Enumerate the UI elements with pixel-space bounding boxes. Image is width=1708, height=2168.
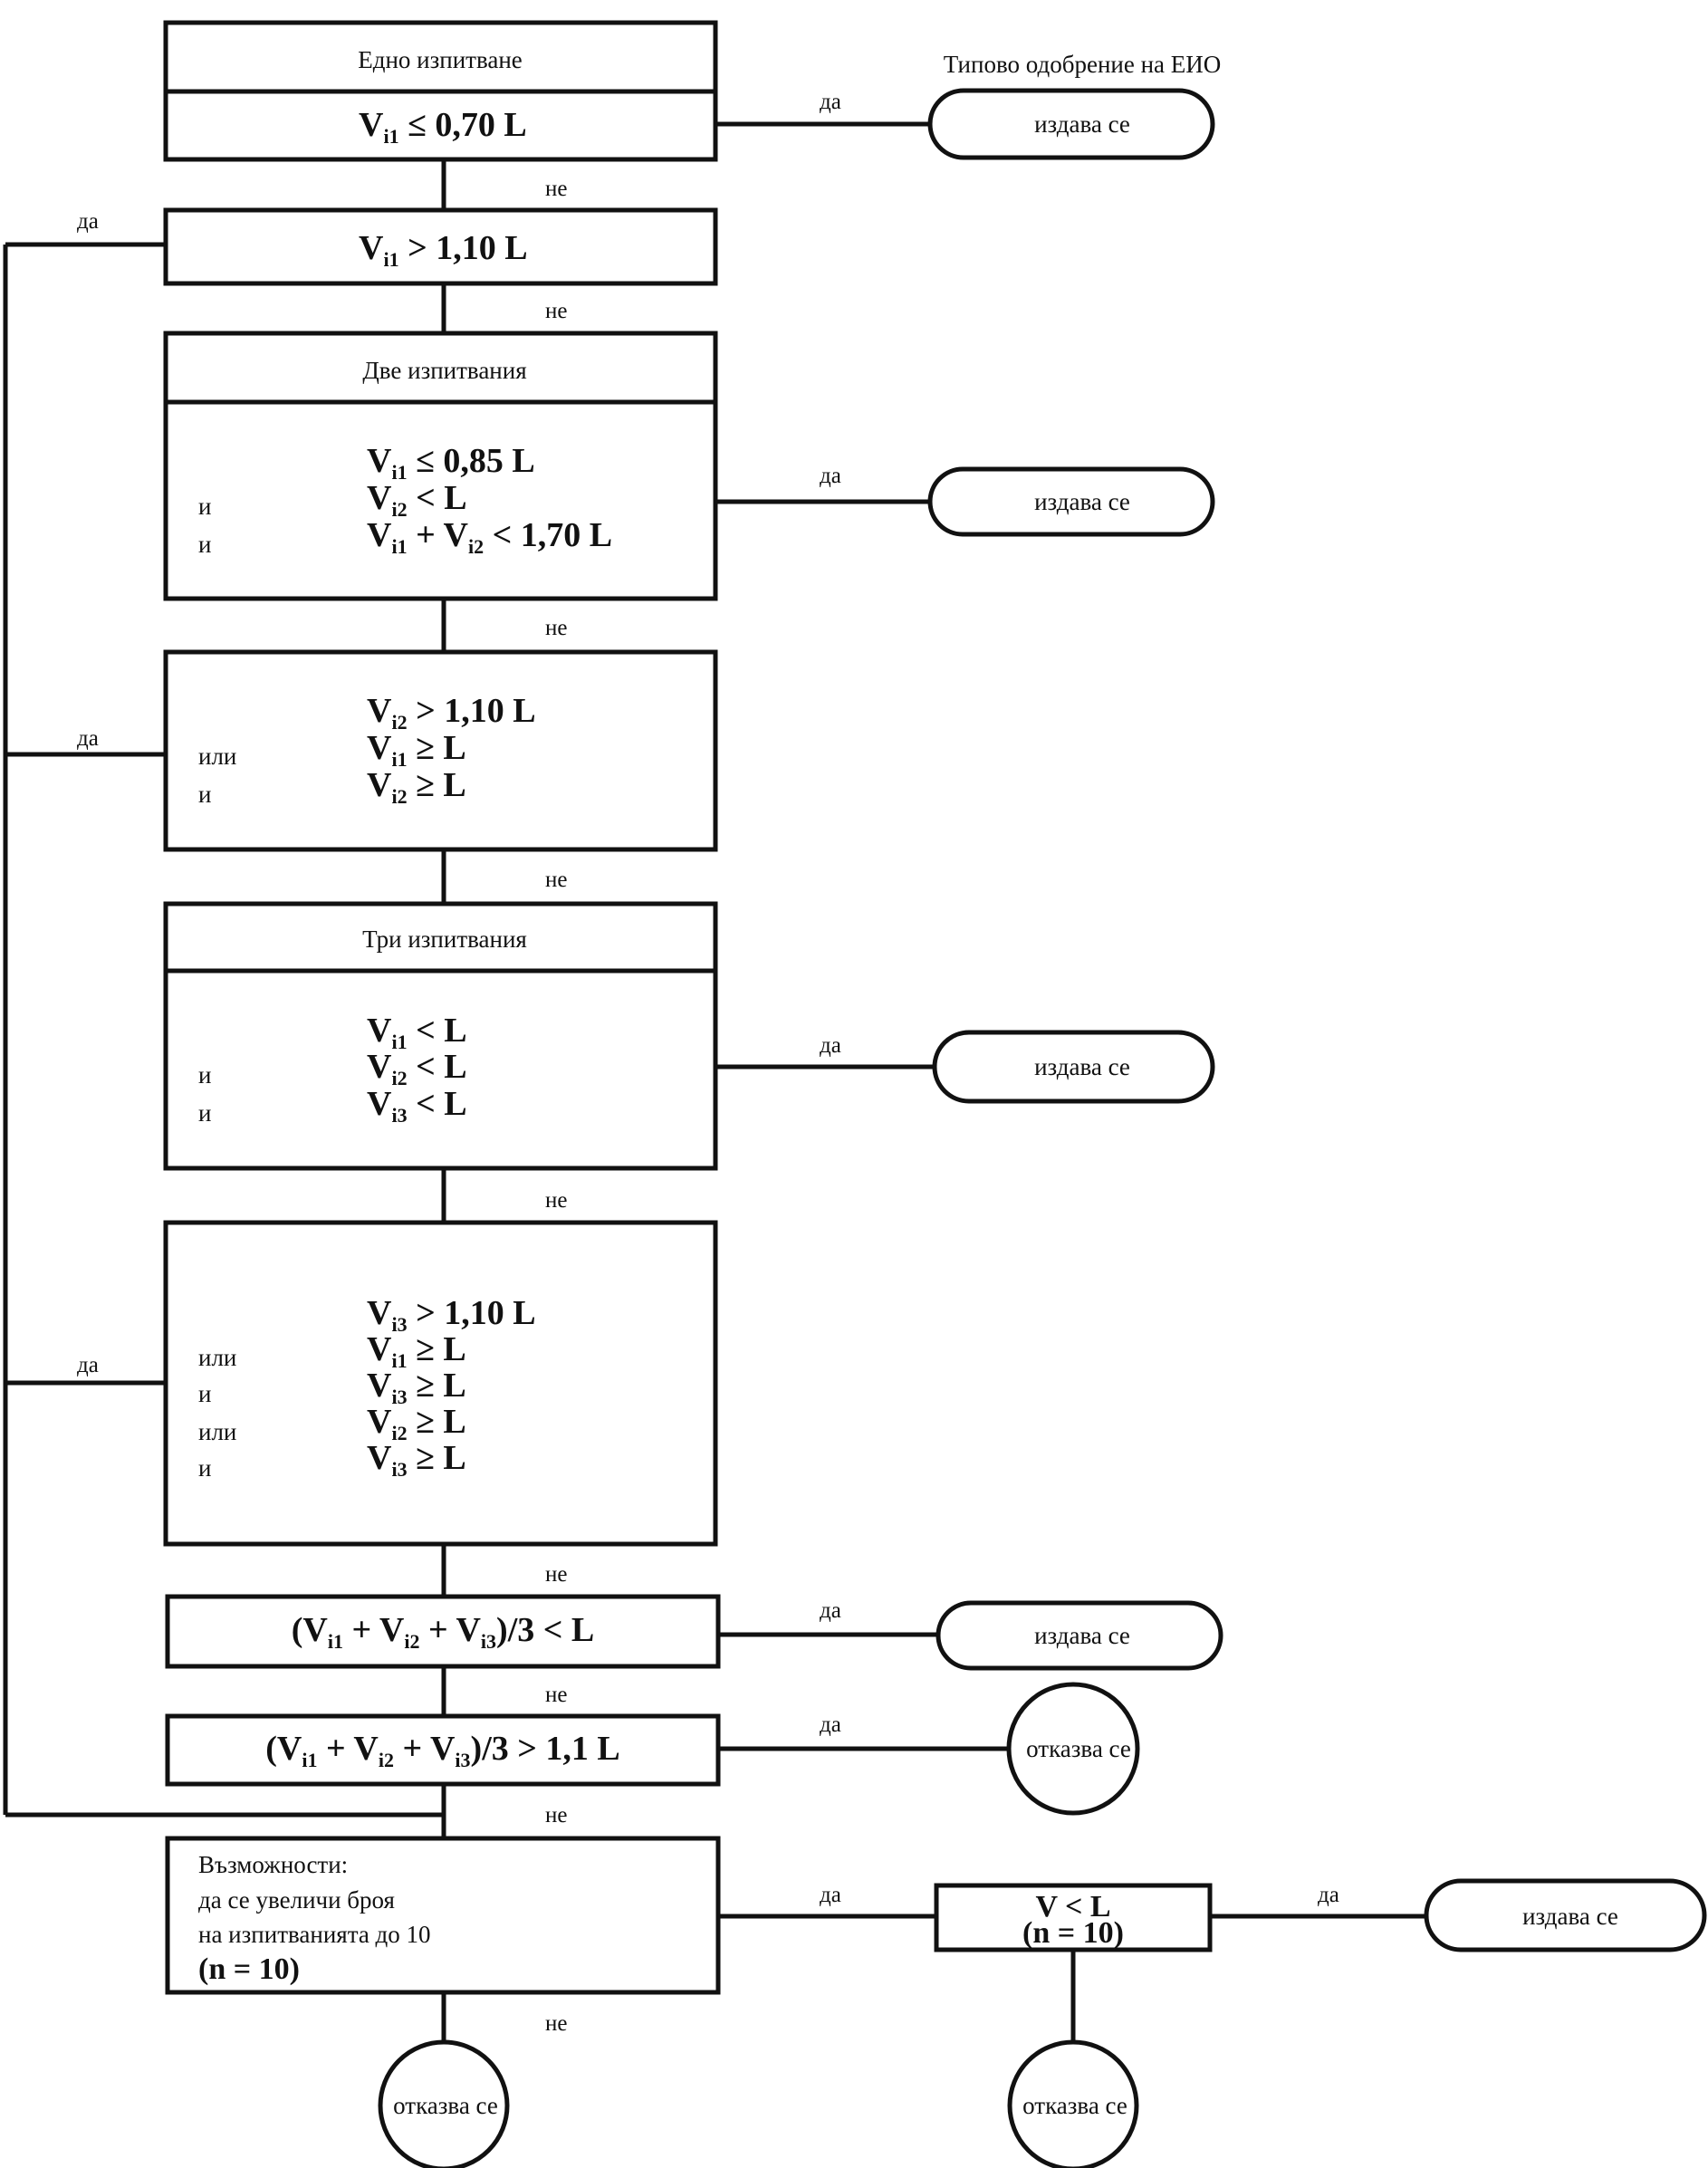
condition-box-8 bbox=[165, 1713, 721, 1787]
refused-terminal bbox=[378, 2039, 510, 2168]
issued-terminal bbox=[936, 1600, 1223, 1671]
options-box bbox=[165, 1836, 721, 1995]
condition-6-line-2: Vi1 ≥ L bbox=[367, 1330, 466, 1372]
and-label: и bbox=[198, 1061, 211, 1089]
no-label: не bbox=[545, 1803, 567, 1827]
refused-label: отказва се bbox=[1022, 2092, 1127, 2119]
issued-terminal bbox=[932, 1030, 1215, 1104]
no-label: не bbox=[545, 299, 567, 323]
condition-8: (Vi1 + Vi2 + Vi3)/3 > 1,1 L bbox=[265, 1730, 620, 1771]
type-approval-title: Типово одобрение на ЕИО bbox=[944, 51, 1222, 78]
condition-6-line-3: Vi3 ≥ L bbox=[367, 1367, 466, 1408]
condition-6-line-5: Vi3 ≥ L bbox=[367, 1439, 466, 1481]
yes-label: да bbox=[77, 726, 99, 751]
no-label: не bbox=[545, 616, 567, 640]
condition-6-line-4: Vi2 ≥ L bbox=[367, 1403, 466, 1444]
yes-label: да bbox=[1318, 1883, 1339, 1907]
two-tests-block: Две изпитвания Vi1 ≤ 0,85 L и Vi2 < L и … bbox=[163, 331, 718, 601]
issued-label: издава се bbox=[1034, 488, 1130, 515]
issued-label: издава се bbox=[1522, 1903, 1618, 1930]
and-label: и bbox=[198, 1380, 211, 1407]
condition-4-line-3: Vi2 ≥ L bbox=[367, 766, 466, 808]
condition-5-line-3: Vi3 < L bbox=[367, 1085, 467, 1127]
condition-3-line-2: Vi2 < L bbox=[367, 479, 467, 521]
one-test-header: Едно изпитване bbox=[358, 46, 523, 73]
connector-lines bbox=[3, 121, 1426, 2042]
and-label: и bbox=[198, 531, 211, 558]
condition-5-line-2: Vi2 < L bbox=[367, 1048, 467, 1089]
yes-label: да bbox=[820, 1033, 841, 1058]
options-line-4: (n = 10) bbox=[198, 1952, 300, 1986]
refusal-check-two-tests: Vi2 > 1,10 L или Vi1 ≥ L и Vi2 ≥ L bbox=[163, 649, 718, 852]
yes-label: да bbox=[820, 1883, 841, 1907]
condition-2: Vi1 > 1,10 L bbox=[359, 229, 528, 271]
condition-box-7 bbox=[165, 1594, 721, 1669]
issued-terminal bbox=[927, 466, 1215, 537]
one-test-header-box bbox=[163, 20, 718, 94]
final-check-line-2: (n = 10) bbox=[1022, 1916, 1124, 1950]
issued-terminal bbox=[1424, 1878, 1707, 1952]
options-line-1: Възможности: bbox=[198, 1851, 348, 1878]
condition-6-line-1: Vi3 > 1,10 L bbox=[367, 1294, 536, 1336]
condition-4-line-1: Vi2 > 1,10 L bbox=[367, 692, 536, 734]
no-label: не bbox=[545, 2011, 567, 2036]
condition-7: (Vi1 + Vi2 + Vi3)/3 < L bbox=[292, 1611, 595, 1653]
no-label: не bbox=[545, 1188, 567, 1213]
condition-3-line-1: Vi1 ≤ 0,85 L bbox=[367, 442, 535, 484]
condition-box-4 bbox=[163, 649, 718, 852]
refused-label: отказва се bbox=[393, 2092, 498, 2119]
condition-box-5 bbox=[163, 968, 718, 1171]
condition-box-2 bbox=[163, 207, 718, 286]
issued-label: издава се bbox=[1034, 110, 1130, 138]
three-tests-header: Три изпитвания bbox=[362, 926, 527, 953]
refused-label: отказва се bbox=[1026, 1735, 1131, 1762]
options-block: Възможности: да се увеличи броя на изпит… bbox=[165, 1836, 721, 1995]
one-test-block: Едно изпитване Vi1 ≤ 0,70 L bbox=[163, 20, 718, 162]
three-tests-block: Три изпитвания Vi1 < L и Vi2 < L и Vi3 <… bbox=[163, 901, 718, 1171]
or-label: или bbox=[198, 1418, 236, 1445]
and-label: и bbox=[198, 1454, 211, 1482]
condition-3-line-3: Vi1 + Vi2 < 1,70 L bbox=[367, 516, 612, 558]
options-line-3: на изпитванията до 10 bbox=[198, 1921, 431, 1948]
no-label: не bbox=[545, 1562, 567, 1587]
outcomes-refused: отказва се отказва се отказва се bbox=[378, 1682, 1140, 2168]
final-check-line-1: V < L bbox=[1036, 1890, 1111, 1923]
condition-box-3 bbox=[163, 399, 718, 601]
yes-label: да bbox=[820, 464, 841, 488]
refused-terminal bbox=[1006, 1682, 1140, 1816]
yes-label: да bbox=[820, 1598, 841, 1623]
refused-terminal bbox=[1007, 2039, 1139, 2168]
yes-label: да bbox=[820, 90, 841, 114]
refusal-check-three-tests: Vi3 > 1,10 L или Vi1 ≥ L и Vi3 ≥ L или V… bbox=[163, 1220, 718, 1547]
condition-4-line-2: Vi1 ≥ L bbox=[367, 729, 466, 771]
and-label: и bbox=[198, 493, 211, 520]
outcomes-issued: издава се издава се издава се издава се … bbox=[927, 88, 1707, 1952]
no-label: не bbox=[545, 868, 567, 892]
yes-label: да bbox=[77, 1353, 99, 1377]
and-label: и bbox=[198, 1099, 211, 1127]
condition-box-1 bbox=[163, 89, 718, 162]
issued-label: издава се bbox=[1034, 1622, 1130, 1649]
three-tests-header-box bbox=[163, 901, 718, 974]
branch-labels: да да да да да да да да да да не не не н… bbox=[77, 90, 1339, 2036]
and-label: и bbox=[198, 781, 211, 808]
issued-terminal bbox=[927, 88, 1215, 160]
final-check-box bbox=[934, 1883, 1213, 1952]
final-check-block: V < L (n = 10) bbox=[934, 1883, 1213, 1952]
no-label: не bbox=[545, 1683, 567, 1707]
or-label: или bbox=[198, 743, 236, 770]
two-tests-header: Две изпитвания bbox=[362, 357, 526, 384]
issued-label: издава се bbox=[1034, 1053, 1130, 1080]
yes-label: да bbox=[77, 209, 99, 234]
condition-box-6 bbox=[163, 1220, 718, 1547]
condition-1: Vi1 ≤ 0,70 L bbox=[359, 106, 527, 148]
no-label: не bbox=[545, 177, 567, 201]
options-line-2: да се увеличи броя bbox=[198, 1886, 395, 1914]
condition-5-line-1: Vi1 < L bbox=[367, 1012, 467, 1053]
yes-label: да bbox=[820, 1712, 841, 1737]
or-label: или bbox=[198, 1344, 236, 1371]
